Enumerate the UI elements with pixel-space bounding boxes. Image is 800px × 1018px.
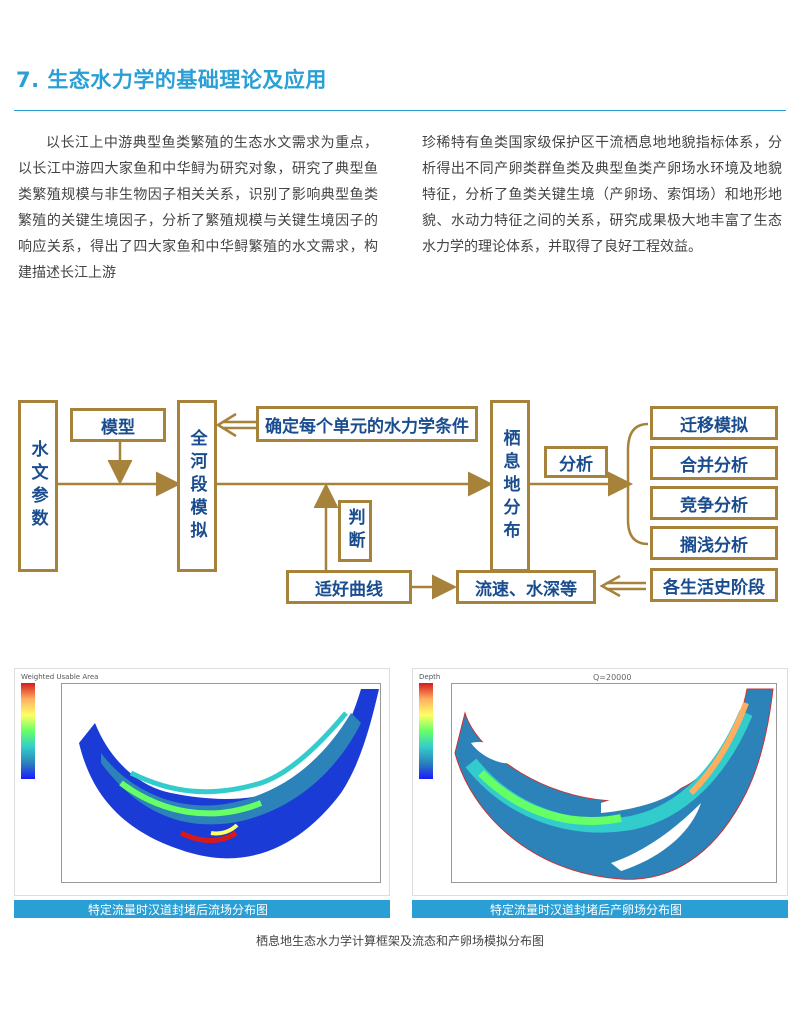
- competition-box: 竞争分析: [650, 486, 778, 520]
- right-caption-bar: 特定流量时汉道封堵后产卵场分布图: [412, 900, 788, 918]
- title-divider: [14, 110, 786, 111]
- plot-title: Q=20000: [593, 673, 632, 682]
- depth-color-legend: [419, 683, 433, 779]
- right-figure-caption: 特定流量时汉道封堵后产卵场分布图: [490, 903, 683, 917]
- full-reach-sim-box: 全河段模拟: [177, 400, 217, 572]
- framework-diagram: 水文参数 模型 全河段模拟 确定每个单元的水力学条件 栖息地分布 分析 判断 迁…: [0, 380, 800, 620]
- hydro-params-box: 水文参数: [18, 400, 58, 572]
- simulation-figures: Weighted Usable Area Depth Q=20000: [0, 668, 800, 900]
- body-text-left: 以长江上中游典型鱼类繁殖的生态水文需求为重点，以长江中游四大家鱼和中华鲟为研究对…: [18, 135, 378, 281]
- judge-box: 判断: [338, 500, 372, 562]
- flow-color-legend: [21, 683, 35, 779]
- analysis-box: 分析: [544, 446, 608, 478]
- flow-field-figure: Weighted Usable Area: [14, 668, 390, 896]
- left-caption-bar: 特定流量时汉道封堵后流场分布图: [14, 900, 390, 918]
- left-figure-caption: 特定流量时汉道封堵后流场分布图: [88, 903, 269, 917]
- body-text-right: 珍稀特有鱼类国家级保护区干流栖息地地貌指标体系，分析得出不同产卵类群鱼类及典型鱼…: [422, 135, 782, 255]
- life-stages-box: 各生活史阶段: [650, 568, 778, 602]
- diagram-arrows: [57, 412, 649, 600]
- stranding-box: 搁浅分析: [650, 526, 778, 560]
- unit-conditions-box: 确定每个单元的水力学条件: [256, 406, 478, 442]
- suitable-curve-box: 适好曲线: [286, 570, 412, 604]
- main-figure-caption: 栖息地生态水力学计算框架及流态和产卵场模拟分布图: [255, 934, 544, 948]
- migration-box: 迁移模拟: [650, 406, 778, 440]
- depth-legend-label: Depth: [419, 673, 441, 681]
- habitat-dist-box: 栖息地分布: [490, 400, 530, 572]
- flow-legend-label: Weighted Usable Area: [21, 673, 99, 681]
- spawning-plot: [454, 688, 774, 880]
- merge-box: 合并分析: [650, 446, 778, 480]
- flow-depth-box: 流速、水深等: [456, 570, 596, 604]
- model-box: 模型: [70, 408, 166, 442]
- section-title: 7. 生态水力学的基础理论及应用: [16, 68, 327, 92]
- flow-field-plot: [79, 689, 379, 859]
- spawning-ground-figure: Depth Q=20000: [412, 668, 788, 896]
